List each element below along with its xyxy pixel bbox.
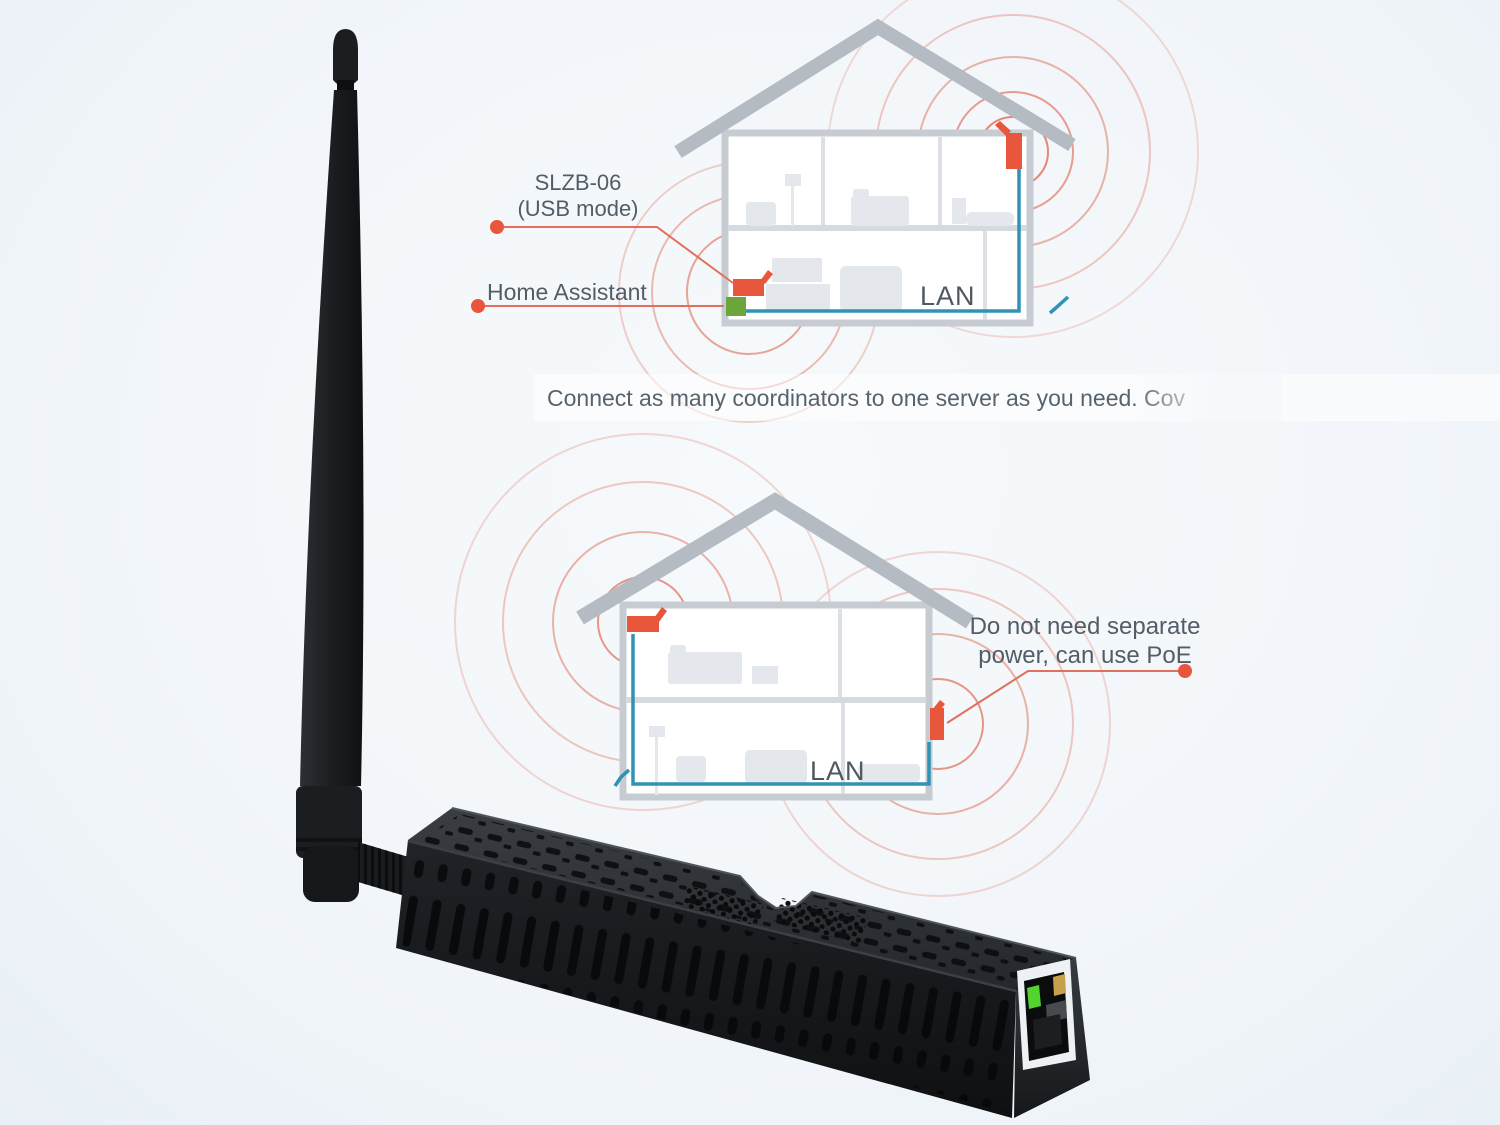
antenna-hinge [303,846,359,902]
body-honeycomb-vent [774,898,868,944]
device-antenna [296,29,412,902]
furniture-bed [851,196,909,226]
device-mode-label-line2: (USB mode) [517,196,639,221]
furniture-lamp-pole [791,186,794,226]
furniture [746,174,1014,312]
antenna-neck [337,80,354,91]
coordinator-antenna-stub [995,121,1011,136]
body-front-vent-slots [402,848,1010,1112]
device-mode-label: SLZB-06 (USB mode) [480,170,676,222]
house-roof [576,492,974,629]
lan-cable-run [740,169,1021,313]
ethernet-inner-tab [1033,1014,1062,1050]
lan-cable-run [631,634,931,786]
antenna-rod [300,90,364,786]
furniture-lamp-pole [655,737,658,795]
lan-cable-exit [1048,295,1070,315]
furniture-pillow [853,189,869,197]
house-roof [674,18,1076,158]
poe-label-line2: power, can use PoE [978,642,1192,669]
house-diagram-top [674,18,1076,327]
home-assistant-label: Home Assistant [487,279,647,305]
caption-background-strip [534,374,1500,421]
caption-fade-overlay [1132,372,1282,422]
leader-dots [471,220,1192,678]
furniture-dresser [752,666,778,684]
coordinator-usb-icon [733,279,764,296]
leader-dot [471,299,485,313]
furniture-tv [772,258,822,282]
furniture-pillow [670,645,686,653]
leader-line-poe [946,670,1185,724]
body-front-edge-highlight [407,839,1017,993]
lan-cable [740,169,1070,315]
antenna-base-ring [296,838,362,842]
furniture-lamp-shade [649,726,665,737]
leader-dot [1178,664,1192,678]
lan-cable [613,634,931,787]
leader-lines [478,226,1185,724]
coordinator-poe-icon [930,708,944,740]
furniture-tv-console [766,284,830,310]
furniture-bathtub [966,212,1014,226]
coordinator-lan-icon [1006,133,1022,169]
coordinator-antenna-stub [932,700,945,714]
ethernet-led-amber [1053,974,1066,996]
body-honeycomb-vent [682,886,764,926]
leader-line-slzb06 [497,226,734,284]
antenna-cap [333,29,358,87]
coordinator-antenna-stub [654,607,667,622]
caption-text: Connect as many coordinators to one serv… [547,385,1185,411]
home-assistant-server-icon [726,297,746,316]
poe-label: Do not need separate power, can use PoE [955,612,1215,670]
coordinator-icons [733,121,1022,296]
leader-dot [490,220,504,234]
furniture-couch [858,764,920,782]
furniture [649,645,920,795]
lan-cable-exit [613,768,631,787]
device-mode-label-line1: SLZB-06 [534,170,622,195]
body-top-edge-highlight [451,807,1077,959]
lan-label-bottom: LAN [810,756,866,786]
furniture-lamp-shade [785,174,801,186]
device-body [396,807,1090,1118]
coordinator-icon [627,616,659,632]
coordinator-antenna-stub [760,270,773,284]
sma-connector-ribs [358,842,412,898]
lan-label-top: LAN [920,281,976,311]
furniture-bed [668,652,742,684]
furniture-sofa [840,266,902,312]
ethernet-led-green [1027,985,1041,1009]
coordinator-icons [627,607,945,740]
furniture-armchair [676,756,706,782]
furniture-sofa [745,750,807,784]
furniture-armchair [746,202,776,226]
furniture-sink [952,198,966,224]
ethernet-port [1017,959,1076,1070]
slzb06-device-photo [296,29,1090,1118]
house-diagram-bottom [576,492,974,801]
poe-label-line1: Do not need separate [969,613,1201,640]
